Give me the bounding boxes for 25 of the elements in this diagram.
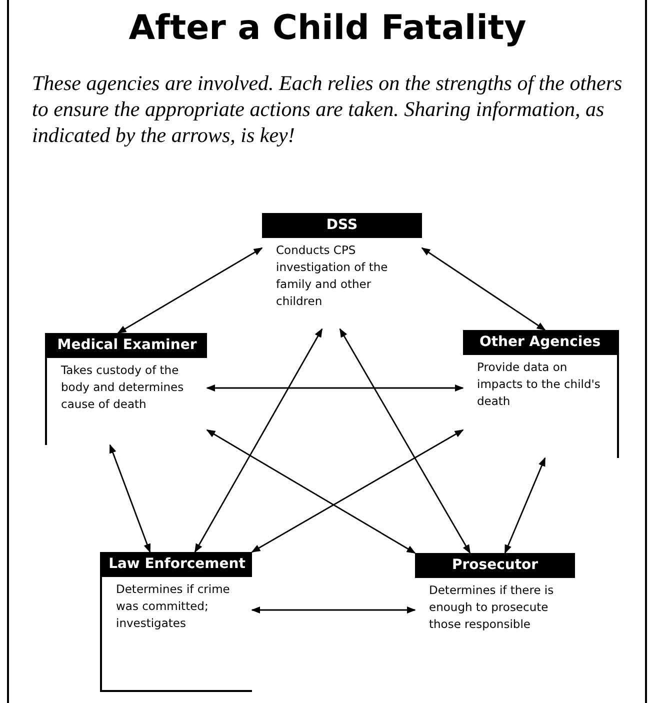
double-arrow [117,247,263,334]
double-arrow [109,444,151,553]
double-arrow [251,429,464,553]
double-arrow [251,606,416,614]
agency-header: Medical Examiner [47,333,207,358]
double-arrow [421,247,546,331]
agency-description: Provide data on impacts to the child's death [476,359,602,410]
agency-description: Determines if crime was committed; investigates [115,581,231,632]
agency-description: Takes custody of the body and determines cause of death [60,362,185,413]
agency-header: Law Enforcement [102,552,252,577]
agency-header: Other Agencies [463,330,617,355]
agency-box [463,330,619,458]
double-arrow [339,328,471,554]
double-arrow [206,429,416,554]
agency-box [100,552,252,692]
agency-header: DSS [262,213,422,238]
agency-box [45,333,207,445]
agency-header: Prosecutor [415,553,575,578]
double-arrow [194,328,323,553]
agency-description: Conducts CPS investigation of the family and other children [275,242,389,310]
double-arrow [504,457,546,554]
double-arrow [206,384,464,392]
title: After a Child Fatality [128,8,528,48]
intro-text: These agencies are involved. Each relies on the strengths of the others to ensure the appropriate actions are taken. Sharing information, as indicated by the arrows, is key! [32,70,624,148]
agency-description: Determines if there is enough to prosecute those responsible [428,582,555,633]
